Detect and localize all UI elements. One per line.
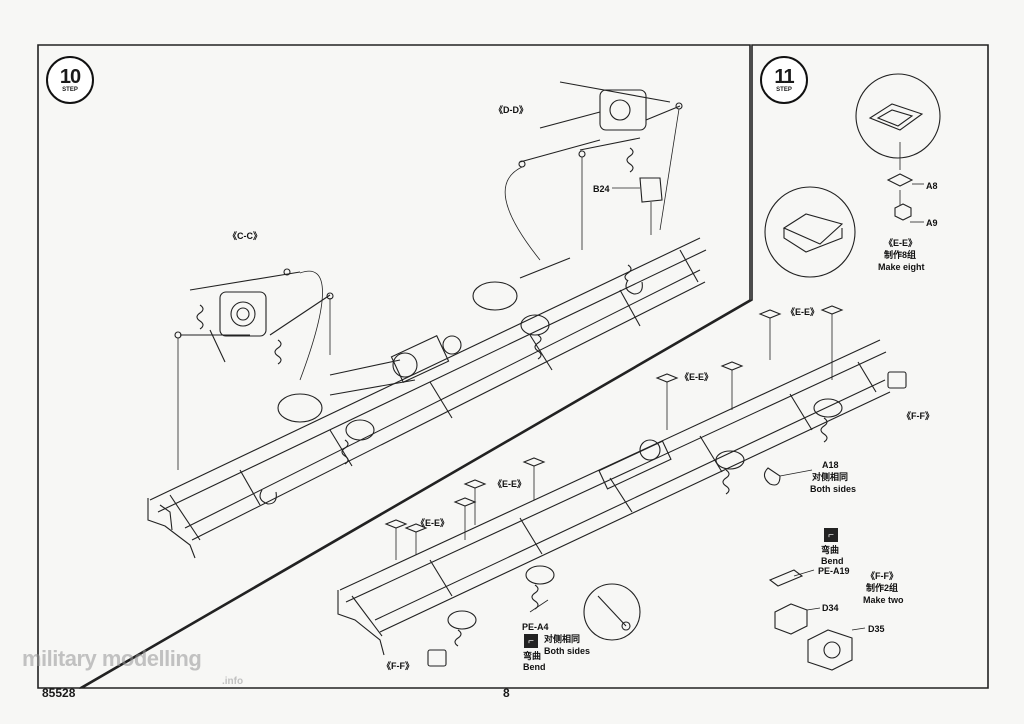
label-ee-detail: 《E-E》 [884, 238, 918, 248]
ee-plates [384, 305, 844, 560]
label-bend-cn-top: 弯曲 [821, 545, 840, 555]
label-ff-make-en: Make two [863, 595, 904, 605]
label-pe-a4: PE-A4 [522, 622, 549, 632]
label-ff-left: 《F-F》 [382, 661, 414, 671]
step11-number: 11 [774, 65, 794, 88]
step11-badge: 11 STEP [760, 56, 808, 104]
step11-frame [79, 44, 989, 689]
label-ee-2: 《E-E》 [680, 372, 714, 382]
bend-icon-bottom: ⌐ [524, 634, 538, 648]
label-a8: A8 [926, 181, 938, 191]
label-cc: 《C-C》 [228, 231, 262, 241]
label-bend-en-top: Bend [821, 556, 844, 566]
watermark: military modelling [22, 646, 202, 671]
step10-word: STEP [62, 86, 78, 93]
label-ee-3: 《E-E》 [493, 479, 527, 489]
label-bend-cn-bottom: 弯曲 [523, 651, 542, 661]
product-code: 85528 [42, 686, 76, 700]
label-ee-4: 《E-E》 [416, 518, 450, 528]
label-b24: B24 [593, 184, 610, 194]
label-pe-a4-en: Both sides [544, 646, 591, 656]
label-d35: D35 [868, 624, 885, 634]
step10-number: 10 [59, 65, 81, 88]
label-a18: A18 [822, 460, 839, 470]
step11-chassis [337, 305, 907, 667]
watermark-sub: .info [222, 676, 244, 687]
label-pe-a4-cn: 对侧相同 [544, 634, 581, 644]
label-ee-detail-cn: 制作8组 [884, 250, 917, 260]
step10-badge: 10 STEP [46, 56, 94, 104]
label-a18-en: Both sides [810, 484, 857, 494]
page-number: 8 [503, 686, 510, 700]
label-dd: 《D-D》 [494, 105, 528, 115]
step10-frame [37, 44, 751, 689]
label-bend-en-bottom: Bend [523, 662, 546, 672]
label-ff-make-title: 《F-F》 [866, 571, 898, 581]
label-a9: A9 [926, 218, 938, 228]
label-ff-make-cn: 制作2组 [866, 583, 899, 593]
step10-chassis [147, 237, 707, 559]
label-a18-cn: 对侧相同 [812, 472, 849, 482]
dd-suspension [504, 81, 683, 261]
ff-detail [768, 569, 866, 671]
label-ee-1: 《E-E》 [786, 307, 820, 317]
label-d34: D34 [822, 603, 839, 613]
step11-word: STEP [776, 86, 792, 93]
ee-detail [764, 73, 941, 278]
label-ff-right: 《F-F》 [902, 411, 934, 421]
label-pe-a19: PE-A19 [818, 566, 850, 576]
cc-suspension [174, 268, 334, 470]
bend-icon-top: ⌐ [824, 528, 838, 542]
label-ee-detail-en: Make eight [878, 262, 925, 272]
